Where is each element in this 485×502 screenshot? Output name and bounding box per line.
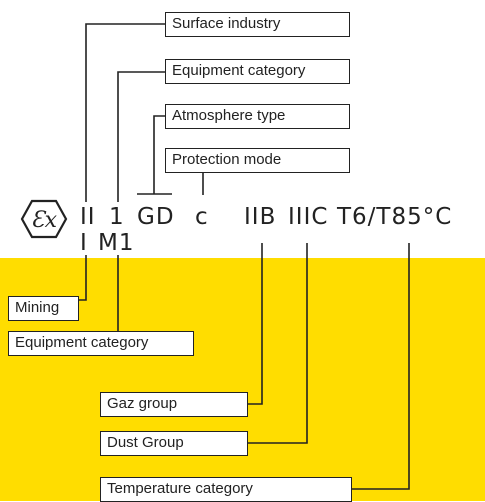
marking-group: II <box>80 204 96 230</box>
label-protection-mode: Protection mode <box>165 148 350 173</box>
ex-atex-icon: Ɛx <box>20 199 68 239</box>
svg-text:Ɛx: Ɛx <box>31 208 58 233</box>
label-temperature-category: Temperature category <box>100 477 352 502</box>
marking-temperature: T6/T85°C <box>337 204 453 230</box>
marking-dust-group: IIIC <box>288 204 329 230</box>
marking-mining-group: I <box>80 230 88 256</box>
marking-gas-group: IIB <box>244 204 277 230</box>
label-equipment-category-bottom: Equipment category <box>8 331 194 356</box>
label-gaz-group: Gaz group <box>100 392 248 417</box>
label-dust-group: Dust Group <box>100 431 248 456</box>
label-equipment-category-top: Equipment category <box>165 59 350 84</box>
label-mining: Mining <box>8 296 79 321</box>
yellow-band <box>0 258 485 501</box>
marking-atmosphere: GD <box>137 204 175 230</box>
marking-protection: c <box>195 204 209 230</box>
label-atmosphere-type: Atmosphere type <box>165 104 350 129</box>
marking-category: 1 <box>109 204 125 230</box>
marking-mining-category: M1 <box>98 230 135 256</box>
label-surface-industry: Surface industry <box>165 12 350 37</box>
